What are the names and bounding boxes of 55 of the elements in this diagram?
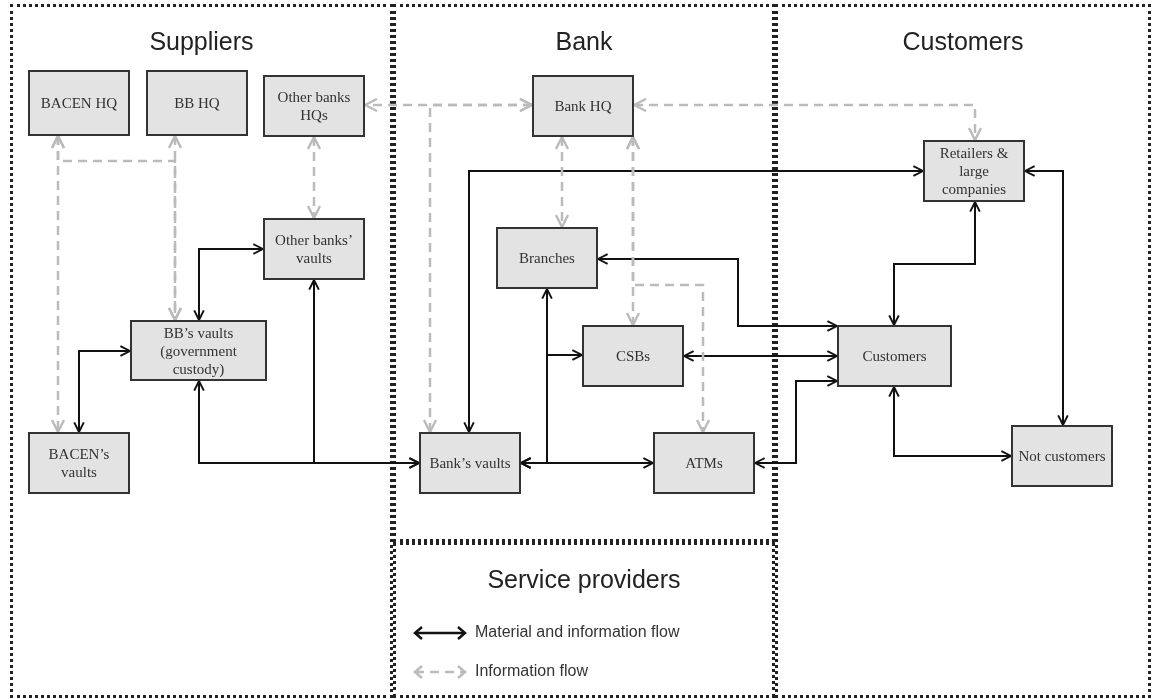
process-box <box>496 227 598 289</box>
dashed-arrow <box>306 135 322 220</box>
arrow <box>193 243 264 321</box>
dashed-arrow <box>422 97 534 434</box>
process-box <box>28 70 130 136</box>
arrow <box>888 386 1012 462</box>
arrow <box>73 345 131 433</box>
process-box <box>419 432 521 494</box>
box-label: Branches <box>518 249 576 267</box>
process-box <box>837 325 952 387</box>
box-label: Customers <box>861 347 928 365</box>
process-box <box>532 75 634 137</box>
box-label: BACEN HQ <box>39 94 119 112</box>
process-box <box>28 432 130 494</box>
region-title: Service providers <box>486 565 682 594</box>
process-box <box>923 140 1025 202</box>
process-box <box>263 75 365 137</box>
arrow <box>683 350 838 362</box>
arrow <box>597 253 838 332</box>
legend-label: Information flow <box>475 662 588 680</box>
process-box <box>263 218 365 280</box>
dashed-arrow <box>554 135 570 229</box>
arrow <box>520 457 654 469</box>
region-title: Customers <box>901 27 1025 56</box>
arrow <box>308 279 420 469</box>
box-label: Not customers <box>1017 447 1107 465</box>
arrow <box>888 201 981 326</box>
region-panel <box>393 4 775 542</box>
box-label: BACEN’s vaults <box>47 445 111 481</box>
process-box <box>1011 425 1113 487</box>
box-label: BB HQ <box>173 94 221 112</box>
box-label: Other banks’ vaults <box>274 231 354 267</box>
box-label: Bank HQ <box>553 97 613 115</box>
dashed-arrow <box>50 134 183 322</box>
box-label: Retailers & large companies <box>938 144 1010 198</box>
box-label: ATMs <box>684 454 724 472</box>
dashed-arrow <box>625 135 711 434</box>
region-title: Suppliers <box>148 27 255 56</box>
region-panel <box>10 4 393 698</box>
box-label: Bank’s vaults <box>428 454 512 472</box>
region-title: Bank <box>554 27 614 56</box>
dashed-arrow <box>632 97 983 142</box>
process-box <box>146 70 248 136</box>
legend-label: Material and information flow <box>475 623 680 641</box>
region-panel <box>393 542 775 698</box>
box-label: CSBs <box>614 347 652 365</box>
process-box <box>653 432 755 494</box>
region-panel <box>775 4 1151 698</box>
arrow <box>754 375 838 469</box>
arrow <box>463 165 924 433</box>
process-box <box>130 320 267 381</box>
box-label: Other banks HQs <box>276 88 352 124</box>
box-label: BB’s vaults (government custody) <box>159 323 238 378</box>
process-box <box>582 325 684 387</box>
arrow <box>1024 165 1069 426</box>
